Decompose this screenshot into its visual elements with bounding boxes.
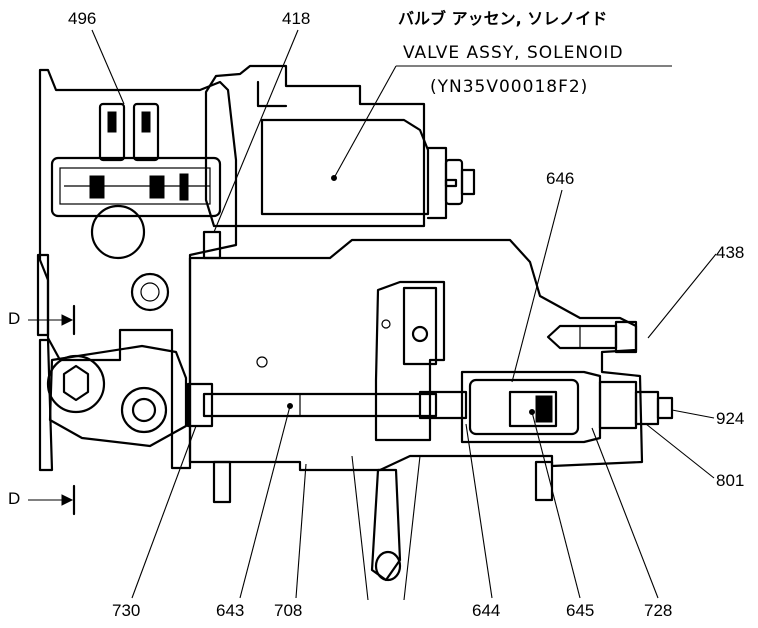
svg-text:438: 438 <box>716 243 744 262</box>
title-english: VALVE ASSY, SOLENOID <box>403 43 624 63</box>
svg-text:924: 924 <box>716 409 744 428</box>
callout-645: 645 <box>529 409 594 620</box>
svg-text:644: 644 <box>472 601 500 620</box>
title-part-number: (YN35V00018F2) <box>430 77 588 97</box>
valve-body <box>36 64 674 601</box>
section-mark-lower: D <box>8 484 76 516</box>
svg-text:801: 801 <box>716 471 744 490</box>
callout-643: 643 <box>216 403 293 620</box>
callout-646: 646 <box>511 169 574 383</box>
svg-text:646: 646 <box>546 169 574 188</box>
callout-728: 728 <box>591 427 672 620</box>
callout-solenoid-leader <box>331 65 397 181</box>
svg-text:D: D <box>8 489 20 508</box>
callout-496: 496 <box>68 9 125 105</box>
title-japanese: バルブ アッセン, ソレノイド <box>398 9 607 28</box>
callout-644: 644 <box>465 423 500 620</box>
section-mark-upper: D <box>8 304 76 336</box>
callout-730: 730 <box>112 425 197 620</box>
callout-418: 418 <box>213 9 310 233</box>
svg-text:496: 496 <box>68 9 96 28</box>
svg-text:728: 728 <box>644 601 672 620</box>
callout-708: 708 <box>274 463 307 620</box>
callout-801: 801 <box>645 423 744 490</box>
svg-text:730: 730 <box>112 601 140 620</box>
svg-text:645: 645 <box>566 601 594 620</box>
svg-text:708: 708 <box>274 601 302 620</box>
svg-text:418: 418 <box>282 9 310 28</box>
callout-924: 924 <box>671 409 744 428</box>
svg-text:D: D <box>8 309 20 328</box>
svg-text:643: 643 <box>216 601 244 620</box>
callout-438: 438 <box>647 243 744 339</box>
